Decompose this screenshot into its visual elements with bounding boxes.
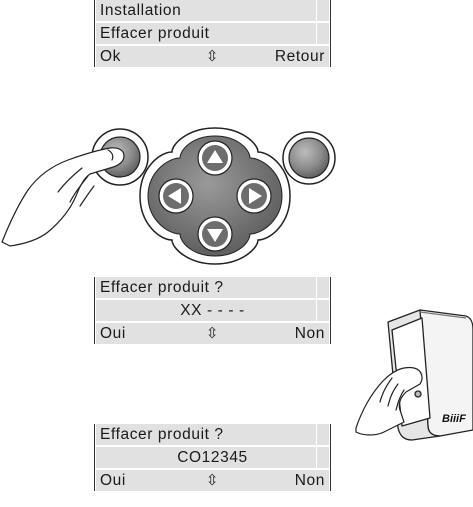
right-arrow-button-icon[interactable] bbox=[236, 178, 272, 214]
product-code-text: CO12345 bbox=[177, 449, 248, 466]
lcd-line-text: Effacer produit ? bbox=[100, 279, 224, 296]
scroll-arrows-icon: ⇳ bbox=[205, 472, 220, 489]
lcd-row-product-code: CO12345 bbox=[96, 447, 329, 470]
lcd-screen-confirm-delete-code: Effacer produit ? CO12345 Oui ⇳ Non bbox=[94, 424, 331, 491]
down-arrow-button-icon[interactable] bbox=[197, 216, 233, 252]
lcd-line-text: Installation bbox=[100, 2, 182, 19]
scroll-arrows-icon: ⇳ bbox=[205, 48, 220, 65]
lcd-frame-right bbox=[330, 277, 331, 344]
lcd-frame-left bbox=[94, 277, 95, 344]
lcd-screen-confirm-delete: Effacer produit ? XX - - - - Oui ⇳ Non bbox=[94, 277, 331, 344]
scroll-arrows-icon: ⇳ bbox=[205, 325, 220, 342]
lcd-softkey-row: Ok ⇳ Retour bbox=[96, 46, 329, 67]
retour-softkey[interactable]: Retour bbox=[274, 48, 325, 65]
oui-softkey[interactable]: Oui bbox=[100, 325, 126, 342]
left-arrow-button-icon[interactable] bbox=[158, 178, 194, 214]
oui-softkey[interactable]: Oui bbox=[100, 472, 126, 489]
lcd-frame-left bbox=[94, 0, 95, 67]
right-round-button-icon[interactable] bbox=[282, 131, 336, 185]
lcd-row-question: Effacer produit ? bbox=[96, 277, 329, 300]
lcd-line-text: Effacer produit bbox=[100, 25, 210, 42]
product-code-text: XX - - - - bbox=[180, 302, 245, 319]
lcd-frame-right bbox=[330, 424, 331, 491]
lcd-frame-left bbox=[94, 424, 95, 491]
lcd-row-question: Effacer produit ? bbox=[96, 424, 329, 447]
up-arrow-button-icon[interactable] bbox=[197, 140, 233, 176]
direction-pad-icon[interactable] bbox=[139, 127, 291, 265]
lcd-line-text: Effacer produit ? bbox=[100, 426, 224, 443]
hand-pressing-icon bbox=[1, 147, 125, 247]
lcd-softkey-row: Oui ⇳ Non bbox=[96, 323, 329, 344]
lcd-row-effacer-produit[interactable]: Effacer produit bbox=[96, 23, 329, 46]
lcd-row-installation[interactable]: Installation bbox=[96, 0, 329, 23]
lcd-row-product-code: XX - - - - bbox=[96, 300, 329, 323]
device-brand-label: BiiiF bbox=[442, 413, 466, 425]
lcd-softkey-row: Oui ⇳ Non bbox=[96, 470, 329, 491]
ok-softkey[interactable]: Ok bbox=[100, 48, 122, 65]
non-softkey[interactable]: Non bbox=[294, 325, 325, 342]
non-softkey[interactable]: Non bbox=[294, 472, 325, 489]
hand-pressing-device-icon bbox=[355, 366, 423, 436]
lcd-screen-installation: Installation Effacer produit Ok ⇳ Retour bbox=[94, 0, 331, 67]
lcd-frame-right bbox=[330, 0, 331, 67]
